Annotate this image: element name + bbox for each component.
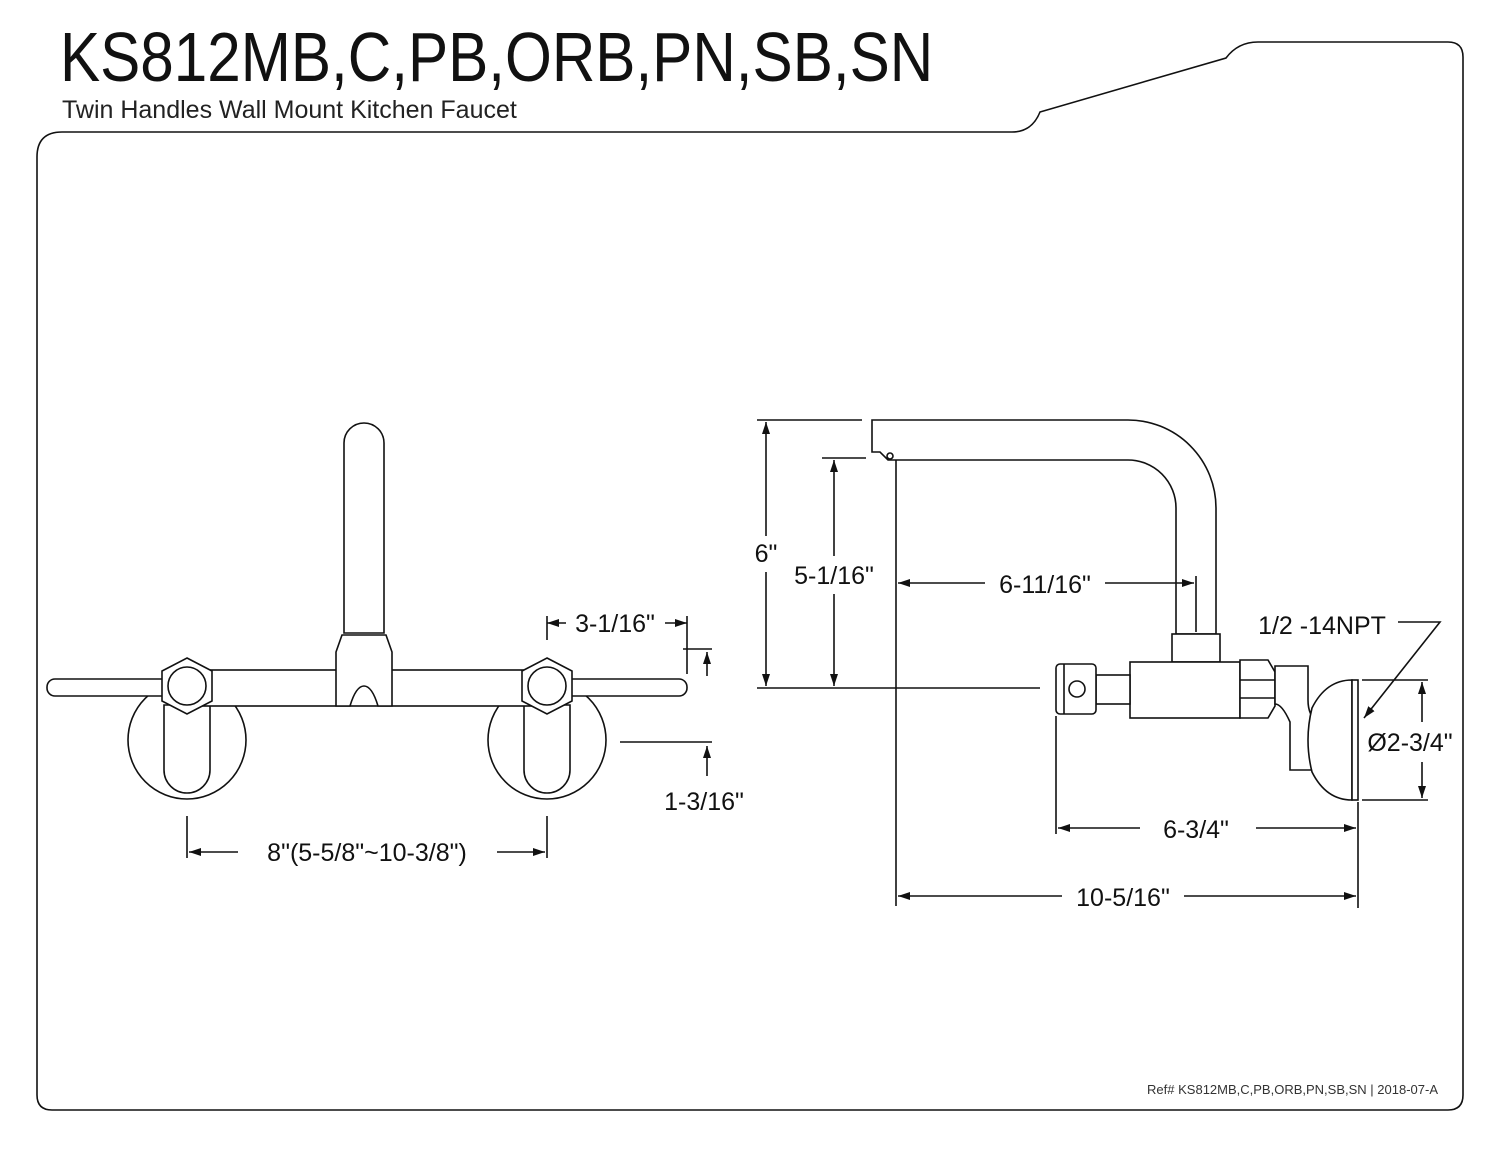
handle-set-screw bbox=[1068, 680, 1086, 698]
page-frame bbox=[36, 41, 1464, 1111]
dim-center-spacing: 8"(5-5/8"~10-3/8") bbox=[267, 839, 467, 867]
left-lever-handle bbox=[46, 678, 172, 697]
spout-tip-aerator bbox=[886, 452, 894, 460]
swivel-collar bbox=[1171, 633, 1221, 663]
left-handle-cap bbox=[167, 666, 207, 706]
dim-body-depth: 6-3/4" bbox=[1163, 816, 1229, 844]
hex-nut bbox=[1239, 659, 1276, 719]
page-subtitle: Twin Handles Wall Mount Kitchen Faucet bbox=[62, 96, 517, 124]
dim-total-height: 6" bbox=[755, 540, 778, 568]
left-supply-arm bbox=[163, 704, 211, 794]
center-hub bbox=[335, 634, 393, 707]
page-title: KS812MB,C,PB,ORB,PN,SB,SN bbox=[60, 18, 934, 96]
handle-stem bbox=[1095, 674, 1131, 705]
dim-handle-height: 3-1/16" bbox=[575, 610, 655, 638]
dim-total-depth: 10-5/16" bbox=[1076, 884, 1170, 912]
front-view: 3-1/16" 1-3/16" 8"(5-5/8"~10-3/8") bbox=[46, 422, 744, 867]
spout bbox=[343, 422, 385, 634]
right-handle-cap bbox=[527, 666, 567, 706]
right-lever-handle bbox=[562, 678, 688, 697]
valve-body bbox=[1129, 661, 1241, 719]
dim-flange-offset: 1-3/16" bbox=[664, 788, 744, 816]
side-spout bbox=[871, 419, 1217, 635]
dim-thread: 1/2 -14NPT bbox=[1258, 612, 1386, 640]
reference-footer: Ref# KS812MB,C,PB,ORB,PN,SB,SN | 2018-07… bbox=[1147, 1082, 1438, 1097]
dim-flange-diameter: Ø2-3/4" bbox=[1367, 729, 1452, 757]
side-view: 6" 5-1/16" 6-11/16" 1/2 -14NPT Ø2-3/4" 6… bbox=[755, 419, 1453, 912]
dim-spout-height: 5-1/16" bbox=[794, 562, 874, 590]
side-flange bbox=[1307, 679, 1353, 801]
right-supply-arm bbox=[523, 704, 571, 794]
dim-spout-reach: 6-11/16" bbox=[999, 571, 1091, 599]
wall-plate bbox=[1351, 679, 1359, 801]
